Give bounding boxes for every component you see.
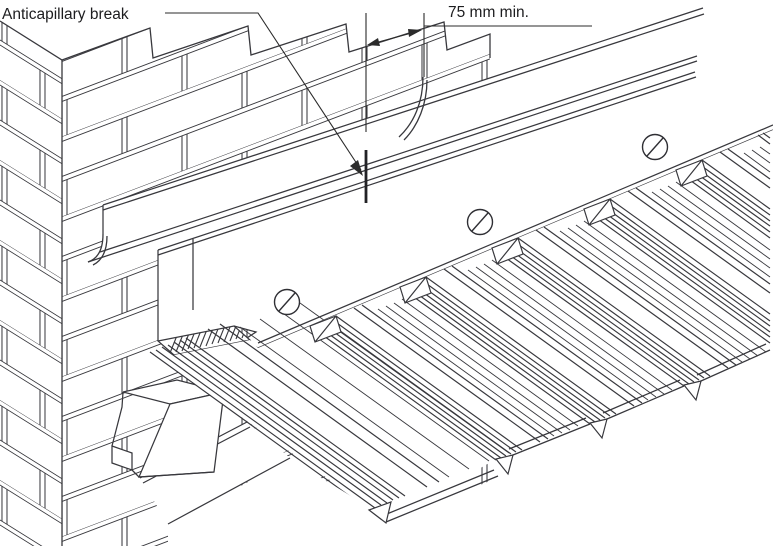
cover-flashing — [87, 7, 705, 266]
sheet-cut-edge — [367, 343, 771, 525]
rib-end-caps — [309, 159, 708, 343]
rib-7 — [757, 132, 771, 145]
profiled-roof-sheet — [149, 130, 773, 523]
dimension-arrowhead-icon — [408, 29, 422, 37]
fixing-cleat — [111, 379, 225, 478]
cutaway-void — [168, 351, 770, 546]
leader-arrowhead-icon — [350, 160, 363, 176]
annotations — [165, 12, 592, 176]
rib-1 — [149, 323, 440, 511]
screw-fasteners — [273, 133, 669, 316]
leader-line — [165, 12, 362, 171]
rib-6 — [675, 148, 771, 239]
brick-wall-broken-top-edge — [0, 20, 491, 61]
pan-flute-lines — [239, 146, 771, 478]
lap-curl — [398, 76, 428, 141]
rib-4 — [491, 226, 737, 387]
anticapillary-label: Anticapillary break — [2, 6, 129, 23]
slotted-screw-icon — [641, 133, 669, 161]
drip-curl-left — [87, 233, 108, 266]
dimension-label: 75 mm min. — [448, 4, 529, 21]
rib-3 — [399, 265, 643, 425]
dimension-arrowhead-icon — [367, 38, 380, 46]
rib-5 — [583, 187, 771, 344]
slotted-screw-icon — [466, 208, 494, 236]
rib-2 — [309, 304, 549, 461]
slotted-screw-icon — [273, 288, 301, 316]
apron-flashing — [103, 61, 773, 349]
